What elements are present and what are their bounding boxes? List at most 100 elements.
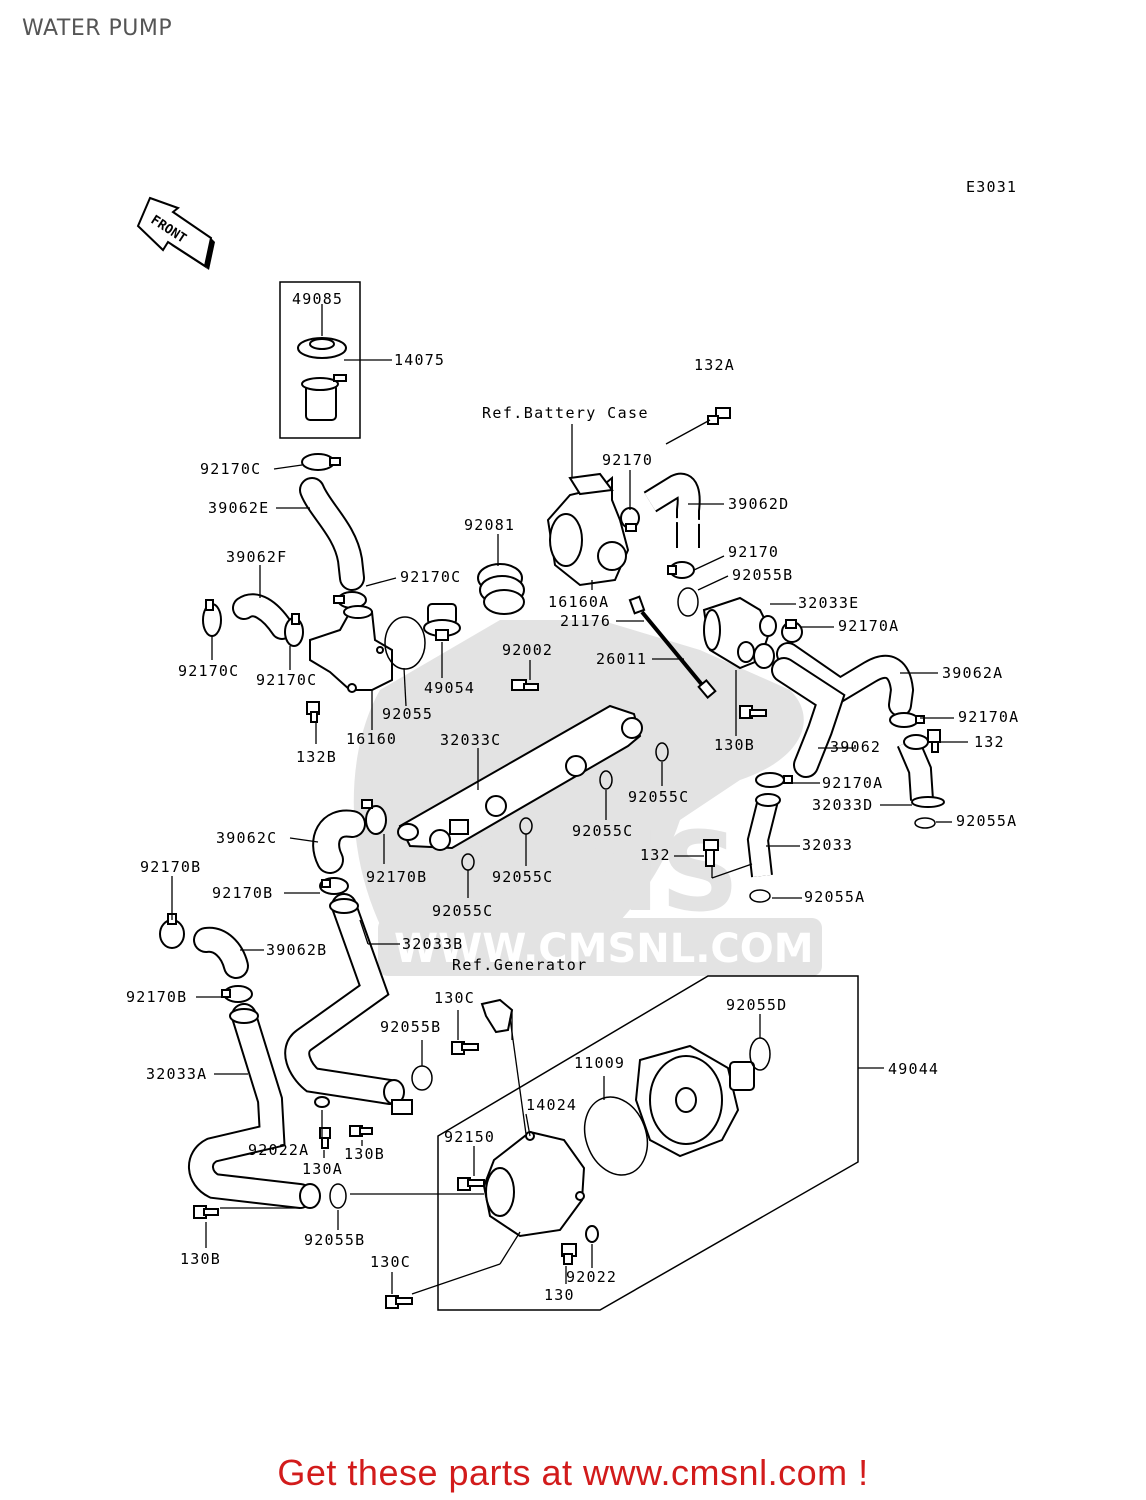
- bolt-130: [561, 1243, 577, 1265]
- part-label-92055A-a: 92055A: [956, 812, 1017, 830]
- part-label-132-b: 132: [640, 846, 671, 864]
- bolt-130B-mid: [349, 1125, 373, 1137]
- part-label-130B-b: 130B: [344, 1145, 385, 1163]
- bolt-92150: [457, 1177, 485, 1191]
- part-label-130C-b: 130C: [370, 1253, 411, 1271]
- part-label-14024: 14024: [526, 1096, 577, 1114]
- part-label-92170-b: 92170: [728, 543, 779, 561]
- ref-generator-label: Ref.Generator: [452, 956, 588, 974]
- bolt-130C-lower: [385, 1295, 413, 1309]
- clamp-92170C-top: [301, 453, 341, 471]
- part-label-92055C-d: 92055C: [432, 902, 493, 920]
- o-ring-92055B-low: [329, 1183, 347, 1209]
- hose-39062F: [232, 593, 294, 640]
- part-label-39062A: 39062A: [942, 664, 1003, 682]
- part-label-49085: 49085: [292, 290, 343, 308]
- part-label-92170B-a: 92170B: [140, 858, 201, 876]
- part-label-130: 130: [544, 1286, 575, 1304]
- part-label-130C-a: 130C: [434, 989, 475, 1007]
- washer-92022A: [314, 1096, 330, 1108]
- bracket-ref-generator: [480, 998, 514, 1034]
- part-label-39062F: 39062F: [226, 548, 287, 566]
- part-label-32033: 32033: [802, 836, 853, 854]
- part-label-92022: 92022: [566, 1268, 617, 1286]
- part-label-92055B-a: 92055B: [732, 566, 793, 584]
- part-label-130A: 130A: [302, 1160, 343, 1178]
- hose-32033B: [284, 893, 413, 1115]
- o-ring-92055: [384, 616, 426, 670]
- cta-banner[interactable]: Get these parts at www.cmsnl.com !: [277, 1452, 869, 1493]
- clamp-92170-lower: [667, 561, 695, 579]
- clamp-92170C-mid: [333, 591, 367, 609]
- part-label-49044: 49044: [888, 1060, 939, 1078]
- ref-battery-case-label: Ref.Battery Case: [482, 404, 649, 422]
- hose-39062D: [643, 472, 701, 548]
- part-label-92055A-b: 92055A: [804, 888, 865, 906]
- part-label-92055C-c: 92055C: [492, 868, 553, 886]
- hose-39062E: [299, 477, 365, 591]
- part-label-21176: 21176: [560, 612, 611, 630]
- part-label-130B-c: 130B: [180, 1250, 221, 1268]
- bolt-130B-left: [193, 1205, 219, 1219]
- part-label-92170C-a: 92170C: [200, 460, 261, 478]
- part-label-39062C: 39062C: [216, 829, 277, 847]
- thermostat-housing-16160: [309, 605, 393, 693]
- part-label-39062: 39062: [830, 738, 881, 756]
- pipe-32033D: [896, 734, 945, 808]
- radiator-cap-part: [297, 312, 347, 421]
- part-label-92170A-a: 92170A: [838, 617, 899, 635]
- part-label-132A: 132A: [694, 356, 735, 374]
- part-label-92002: 92002: [502, 641, 553, 659]
- o-ring-92055B-upper: [677, 587, 699, 617]
- hose-39062C: [312, 809, 366, 874]
- clamp-92170C-right: [284, 613, 304, 647]
- clamp-92170-upper: [620, 507, 640, 532]
- bolt-132A: [707, 407, 731, 425]
- clamp-92170A-right: [889, 712, 925, 728]
- fitting-32033E: [702, 596, 777, 670]
- clamp-92170B-d: [221, 985, 253, 1003]
- part-label-49054: 49054: [424, 679, 475, 697]
- part-label-92055C-b: 92055C: [572, 822, 633, 840]
- bolt-130C-upper: [451, 1041, 479, 1055]
- o-ring-92055D: [749, 1037, 771, 1071]
- part-label-92055-a: 92055: [382, 705, 433, 723]
- part-label-92170C-d: 92170C: [256, 671, 317, 689]
- bolt-132-mid: [703, 839, 719, 867]
- pipe-32033C: [397, 704, 643, 851]
- hose-39062B: [193, 926, 249, 979]
- o-ring-92055B-mid: [411, 1065, 433, 1091]
- part-label-16160: 16160: [346, 730, 397, 748]
- sensor-21176: [628, 595, 717, 699]
- part-label-32033D: 32033D: [812, 796, 873, 814]
- washer-92022: [585, 1225, 599, 1243]
- part-label-39062B: 39062B: [266, 941, 327, 959]
- impeller-housing-49044: [634, 1044, 755, 1158]
- part-label-92055B-c: 92055B: [304, 1231, 365, 1249]
- clamp-92170B-c: [361, 799, 387, 835]
- part-label-11009: 11009: [574, 1054, 625, 1072]
- pipe-32033: [746, 793, 781, 878]
- part-label-32033E: 32033E: [798, 594, 859, 612]
- part-label-92055B-b: 92055B: [380, 1018, 441, 1036]
- bolt-92002: [511, 679, 539, 691]
- front-arrow-icon: FRONT: [136, 196, 215, 270]
- part-label-132B: 132B: [296, 748, 337, 766]
- part-label-92055D: 92055D: [726, 996, 787, 1014]
- part-label-32033B: 32033B: [402, 935, 463, 953]
- clamp-92170A-mid: [755, 772, 793, 788]
- part-label-14075: 14075: [394, 351, 445, 369]
- part-number-labels: 49085 14075 132A 92170C 39062E 92170 390…: [126, 290, 1019, 1304]
- part-label-92055C-a: 92055C: [628, 788, 689, 806]
- hose-39062A: [776, 642, 915, 717]
- part-label-92170-a: 92170: [602, 451, 653, 469]
- part-label-92170B-d: 92170B: [126, 988, 187, 1006]
- o-ring-92055C-2: [599, 770, 613, 790]
- part-label-92170A-c: 92170A: [822, 774, 883, 792]
- thermostat-49054: [423, 603, 461, 641]
- part-label-39062E: 39062E: [208, 499, 269, 517]
- watermark-logo: CMS: [470, 808, 739, 936]
- clamp-92170A-e: [781, 619, 803, 643]
- part-label-92170A-b: 92170A: [958, 708, 1019, 726]
